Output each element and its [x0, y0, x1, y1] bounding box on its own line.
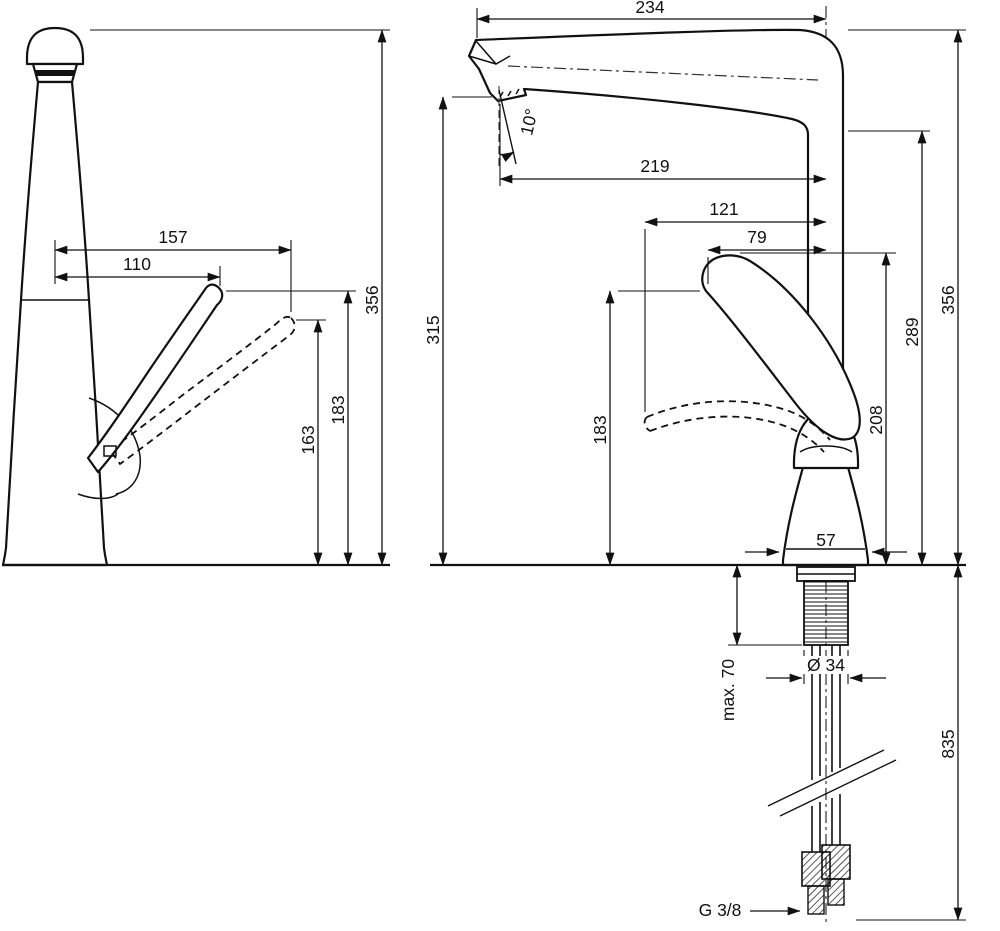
dim-side-max70: max. 70: [718, 564, 802, 722]
side-handle-lever-dashed: [643, 400, 831, 453]
dim-side-183: 183: [590, 290, 700, 566]
dim-label: 356: [938, 285, 958, 314]
front-handle-mount: [88, 397, 142, 495]
connector-thread: [807, 885, 825, 915]
dim-label: 356: [362, 285, 382, 314]
dim-front-163: 163: [296, 319, 326, 566]
thread-label: G 3/8: [699, 900, 742, 920]
side-view: 10° 57 max. 70: [423, 0, 966, 926]
connector-thread: [827, 878, 845, 906]
front-handle-mount-lower: [77, 493, 119, 500]
dim-label: 57: [816, 530, 835, 550]
spout-head-detail2: [468, 55, 497, 65]
front-view: 157 110 356 183 163: [1, 26, 390, 567]
front-handle-pivot: [103, 445, 117, 457]
dim-label: 219: [640, 156, 669, 176]
dim-label: 10°: [516, 107, 541, 137]
dim-side-315: 315: [423, 96, 492, 566]
dim-side-121: 121: [644, 199, 827, 412]
dim-side-289: 289: [848, 130, 930, 566]
connector-nut: [821, 844, 851, 880]
side-handle-lever: [701, 254, 861, 441]
dim-side-219: 219: [499, 104, 827, 186]
dim-label: 234: [635, 0, 664, 17]
break-mark: [779, 759, 897, 817]
dim-side-79: 79: [707, 227, 827, 284]
dim-side-356: 356: [848, 29, 966, 566]
front-spout-cap: [25, 26, 85, 66]
dim-label: 121: [709, 199, 738, 219]
dim-side-234: 234: [476, 0, 827, 38]
dim-label: 163: [298, 425, 318, 454]
dome-arc: [799, 445, 853, 453]
dim-side-57: 57: [745, 530, 907, 557]
front-handle-lever-dashed: [108, 315, 296, 466]
dim-front-183: 183: [226, 290, 356, 566]
break-mark: [767, 749, 885, 807]
dim-front-110: 110: [54, 254, 221, 286]
dim-side-diameter-34: Ø 34: [766, 650, 886, 684]
dim-label: 315: [423, 315, 443, 344]
dim-label: 835: [938, 729, 958, 758]
dim-front-356: 356: [90, 29, 390, 566]
thread-spec: G 3/8: [699, 900, 801, 920]
front-body: [1, 80, 109, 567]
dim-label: max. 70: [718, 659, 738, 722]
dim-label: 110: [123, 254, 151, 274]
dim-label: 183: [328, 395, 348, 424]
dim-label: 208: [866, 405, 886, 434]
dim-side-208: 208: [740, 252, 896, 566]
dim-front-157: 157: [54, 227, 292, 312]
hose-connectors: [801, 844, 851, 915]
dim-label: 79: [747, 227, 766, 247]
side-spout-arm: [467, 28, 845, 432]
dim-label: Ø 34: [807, 655, 845, 675]
label-mask: [800, 656, 852, 674]
shank-thread: [803, 580, 849, 646]
dim-label: 157: [158, 227, 187, 247]
front-handle-lever: [86, 283, 224, 474]
supply-hoses: [767, 645, 897, 852]
spout-axis-centerline: [507, 65, 819, 81]
dim-label: 183: [590, 415, 610, 444]
mounting-hardware: [796, 566, 856, 646]
dim-label: 289: [902, 317, 922, 346]
dim-side-835: 835: [856, 564, 966, 921]
